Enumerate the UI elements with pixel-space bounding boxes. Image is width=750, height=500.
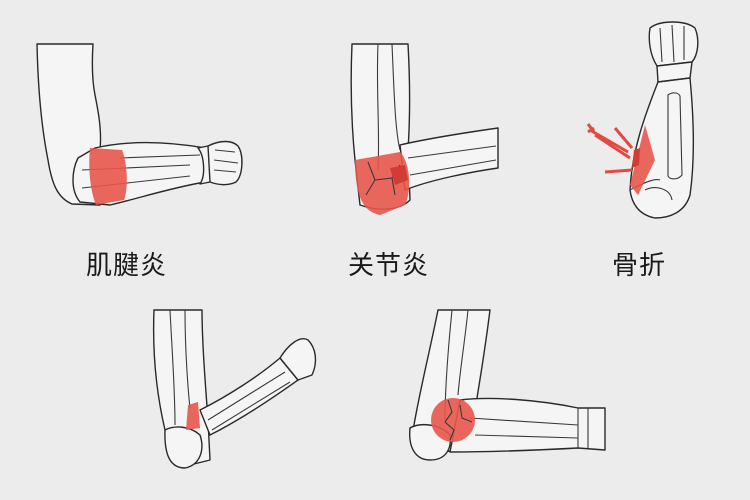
arm-arthritis-illustration: [350, 43, 499, 215]
label-fracture: 骨折: [612, 251, 667, 281]
arm-bottom-left-illustration: [152, 309, 317, 469]
panel-tendinitis: 肌腱炎: [0, 0, 300, 290]
arm-tendinitis-illustration: [36, 43, 243, 206]
elbow-fracture-highlight: [431, 398, 475, 442]
tendinitis-highlight: [89, 148, 127, 205]
panel-arthritis: 关节炎: [300, 0, 520, 290]
arm-fracture-illustration: [586, 21, 699, 219]
panel-fracture: 骨折: [560, 0, 750, 290]
panel-bottom-right: [390, 300, 620, 500]
arm-bottom-right-illustration: [409, 309, 606, 461]
label-arthritis: 关节炎: [348, 251, 430, 281]
fracture-arrows: [586, 123, 634, 174]
label-tendinitis: 肌腱炎: [86, 251, 168, 281]
inner-elbow-highlight: [186, 402, 200, 430]
fracture-highlight: [630, 125, 655, 195]
panel-bottom-left: [130, 300, 350, 500]
